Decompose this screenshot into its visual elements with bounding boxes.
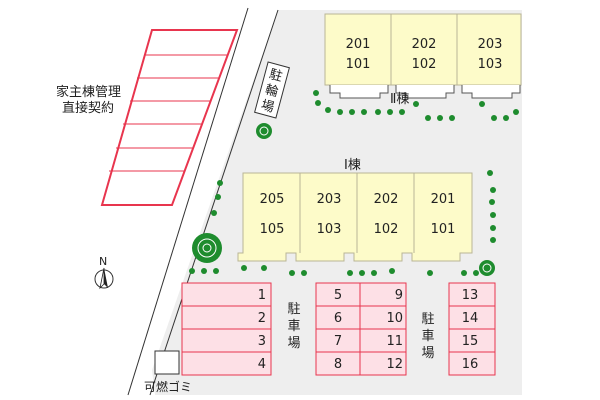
large-tree [192, 233, 222, 263]
parking-number: 5 [334, 288, 342, 303]
building-2 [324, 13, 522, 99]
building-1 [237, 172, 473, 262]
unit-label: 102 [374, 222, 399, 237]
svg-text:場: 場 [259, 98, 275, 116]
parking-number: 10 [386, 311, 403, 326]
parking-number: 16 [462, 357, 479, 372]
hedge-dots [189, 90, 519, 276]
unit-label: 101 [346, 57, 371, 72]
svg-text:車: 車 [421, 329, 434, 344]
parking-number: 3 [258, 334, 266, 349]
unit-label: 103 [317, 222, 342, 237]
unit-label: 101 [431, 222, 456, 237]
svg-text:駐: 駐 [421, 312, 434, 327]
owner-managed-label-line1: 家主棟管理 [56, 84, 121, 100]
parking-number: 8 [334, 357, 342, 372]
unit-label: 102 [412, 57, 437, 72]
parking-number: 2 [258, 311, 266, 326]
unit-label: 103 [478, 57, 503, 72]
parking-number: 7 [334, 334, 342, 349]
parking-label-right: 駐 車 場 [421, 312, 434, 361]
building-2-label: Ⅱ棟 [390, 92, 409, 107]
unit-label: 201 [431, 192, 456, 207]
parking-number: 11 [386, 334, 403, 349]
svg-text:場: 場 [421, 346, 434, 361]
svg-text:駐: 駐 [268, 67, 284, 85]
north-label: N [99, 255, 107, 268]
parking-label-left: 駐 車 場 [287, 302, 300, 351]
parking-space-12 [359, 351, 407, 376]
small-tree [256, 123, 272, 139]
small-tree [479, 260, 495, 276]
unit-label: 202 [374, 192, 399, 207]
svg-text:駐: 駐 [287, 302, 300, 317]
unit-label: 202 [412, 37, 437, 52]
parking-space-4 [181, 351, 272, 376]
north-arrow-icon [94, 267, 114, 290]
unit-label: 205 [260, 192, 285, 207]
bike-parking-box [254, 61, 290, 119]
svg-text:輪: 輪 [263, 82, 280, 101]
road-edge-line [149, 9, 279, 396]
building-1-label: Ⅰ棟 [344, 158, 361, 173]
road-edge-line [127, 7, 249, 396]
parking-number: 6 [334, 311, 342, 326]
parking-space-16 [448, 351, 496, 376]
parking-number: 13 [462, 288, 479, 303]
parking-number: 4 [258, 357, 266, 372]
trash-area [154, 350, 180, 375]
svg-text:場: 場 [287, 336, 300, 351]
unit-label: 203 [478, 37, 503, 52]
owner-managed-label-line2: 直接契約 [62, 100, 114, 116]
parking-number: 1 [258, 288, 266, 303]
unit-label: 201 [346, 37, 371, 52]
svg-text:車: 車 [287, 319, 300, 334]
bike-parking-label: 駐 輪 場 [259, 67, 284, 116]
parking-number: 15 [462, 334, 479, 349]
unit-label: 203 [317, 192, 342, 207]
unit-label: 105 [260, 222, 285, 237]
trash-label: 可燃ゴミ [144, 379, 192, 394]
parking-number: 9 [395, 288, 403, 303]
parking-number: 12 [386, 357, 403, 372]
owner-managed-parking [100, 29, 239, 206]
parking-number: 14 [462, 311, 479, 326]
